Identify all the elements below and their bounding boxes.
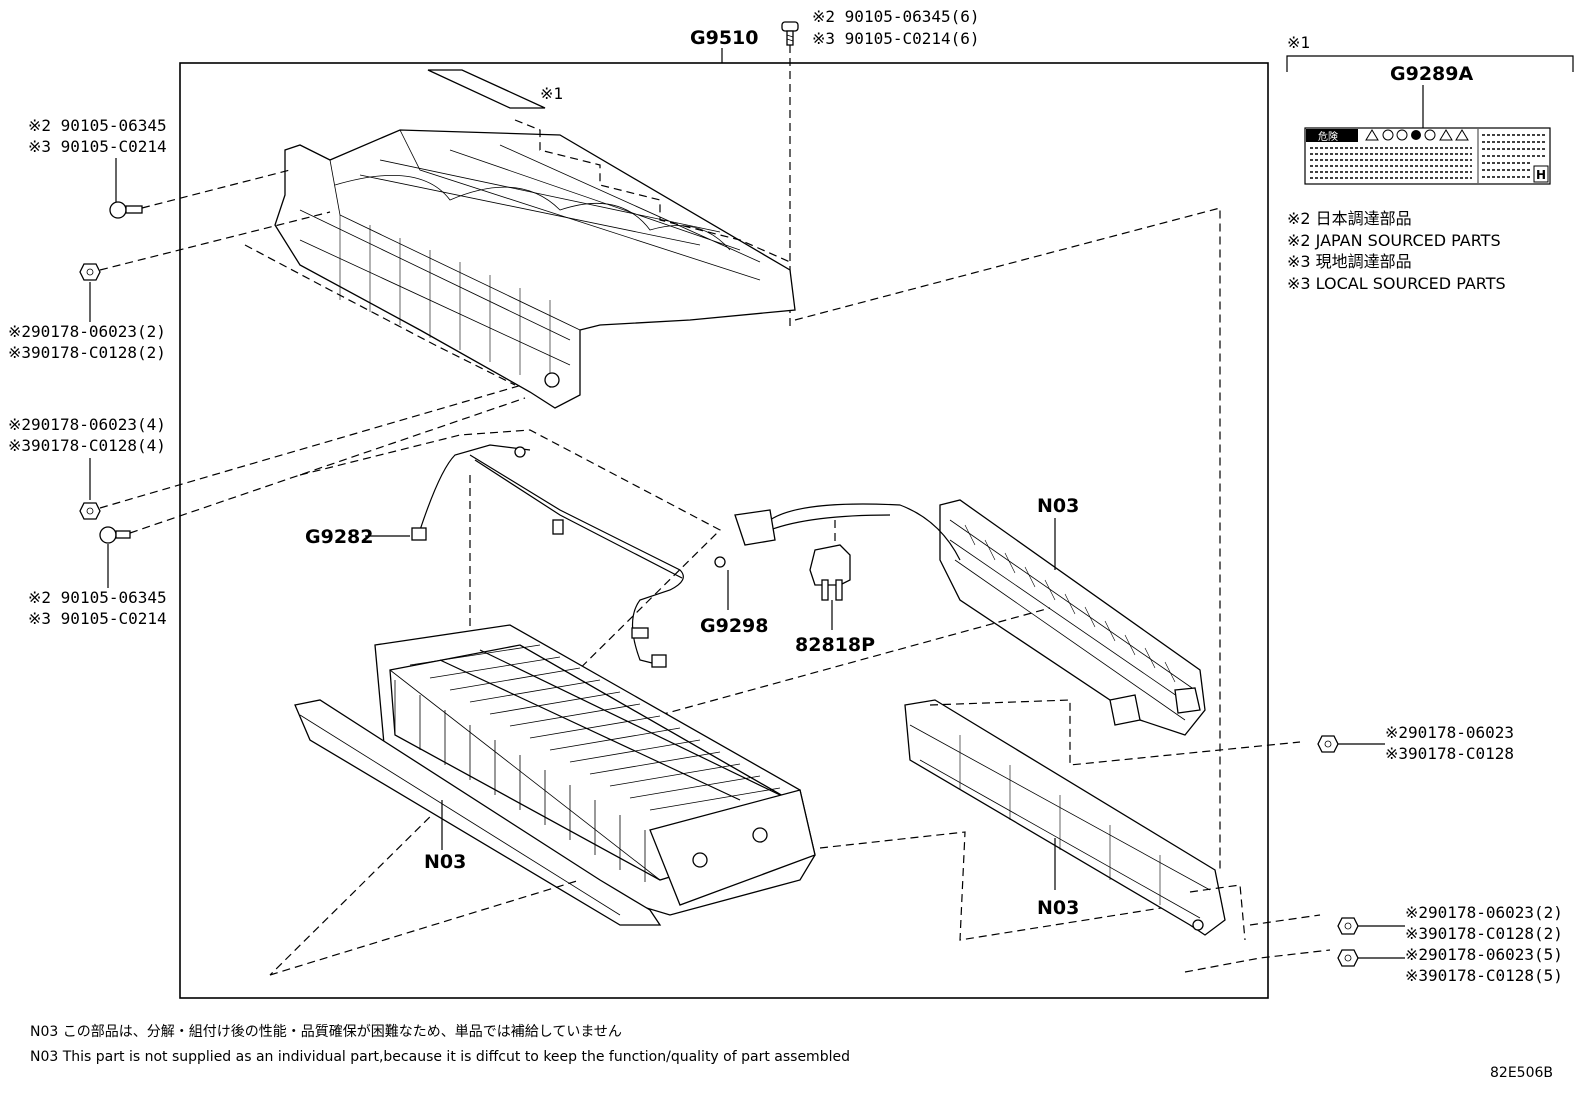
bolt-upper-icon [109, 201, 143, 219]
legend-line-1: ※2 日本調達部品 [1287, 209, 1412, 228]
upper-cover [274, 129, 796, 409]
note-japanese: N03 この部品は、分解・組付け後の性能・品質確保が困難なため、単品では補給して… [30, 1024, 622, 1040]
bus-bar-label: N03 [1037, 495, 1079, 517]
nut-mid-callout-2: ※290178-06023(4) [8, 415, 166, 434]
nut-upper-callout-2: ※290178-06023(2) [8, 322, 166, 341]
nut-two-callout-3: ※390178-C0128(2) [1405, 924, 1563, 943]
caution-label-image: 危険 H [1304, 127, 1551, 185]
sheet-marker: ※1 [540, 84, 563, 103]
label-sheet [427, 69, 546, 109]
svg-text:危険: 危険 [1318, 131, 1338, 143]
nut-single-icon [1317, 735, 1339, 753]
nut-upper-callout-3: ※390178-C0128(2) [8, 343, 166, 362]
bolt-lower-icon [99, 526, 131, 544]
diagram-id: 82E506B [1490, 1065, 1553, 1081]
nut-mid-icon [79, 502, 101, 520]
bolt-lower-callout-3: ※3 90105-C0214 [28, 609, 167, 628]
legend-line-2: ※2 JAPAN SOURCED PARTS [1287, 231, 1501, 250]
bolt-lower-callout-2: ※2 90105-06345 [28, 588, 167, 607]
nut-upper-icon [79, 263, 101, 281]
bolt-upper-callout-2: ※2 90105-06345 [28, 116, 167, 135]
top-bolt-icon [781, 21, 799, 46]
bracket-label: N03 [1037, 897, 1079, 919]
nut-single-callout-3: ※390178-C0128 [1385, 744, 1514, 763]
nut-two-icon [1337, 917, 1359, 935]
battery-stack [374, 624, 816, 916]
lower-bracket [904, 699, 1226, 936]
battery-lower-bracket [294, 699, 662, 926]
nut-five-callout-2: ※290178-06023(5) [1405, 945, 1563, 964]
nut-mid-callout-3: ※390178-C0128(4) [8, 436, 166, 455]
label-box-code: G9289A [1390, 63, 1473, 85]
battery-stack-label: N03 [424, 851, 466, 873]
wire-harness [411, 444, 726, 668]
nut-two-callout-2: ※290178-06023(2) [1405, 903, 1563, 922]
assembly-frame [179, 62, 1269, 999]
nut-five-callout-3: ※390178-C0128(5) [1405, 966, 1563, 985]
top-bolt-callout-2: ※2 90105-06345(6) [812, 7, 980, 26]
wire-right-label: G9298 [700, 615, 768, 637]
nut-five-icon [1337, 949, 1359, 967]
clip-icon [809, 544, 851, 601]
wire-left-label: G9282 [305, 526, 373, 548]
top-bolt-callout-3: ※3 90105-C0214(6) [812, 29, 980, 48]
label-box-marker: ※1 [1287, 33, 1310, 52]
note-english: N03 This part is not supplied as an indi… [30, 1049, 850, 1065]
svg-text:H: H [1536, 168, 1546, 182]
bolt-upper-callout-3: ※3 90105-C0214 [28, 137, 167, 156]
clip-label: 82818P [795, 634, 875, 656]
legend-line-3: ※3 現地調達部品 [1287, 252, 1412, 271]
bus-bar-module [734, 499, 1206, 736]
legend-line-4: ※3 LOCAL SOURCED PARTS [1287, 274, 1506, 293]
nut-single-callout-2: ※290178-06023 [1385, 723, 1514, 742]
assembly-code: G9510 [690, 27, 758, 49]
